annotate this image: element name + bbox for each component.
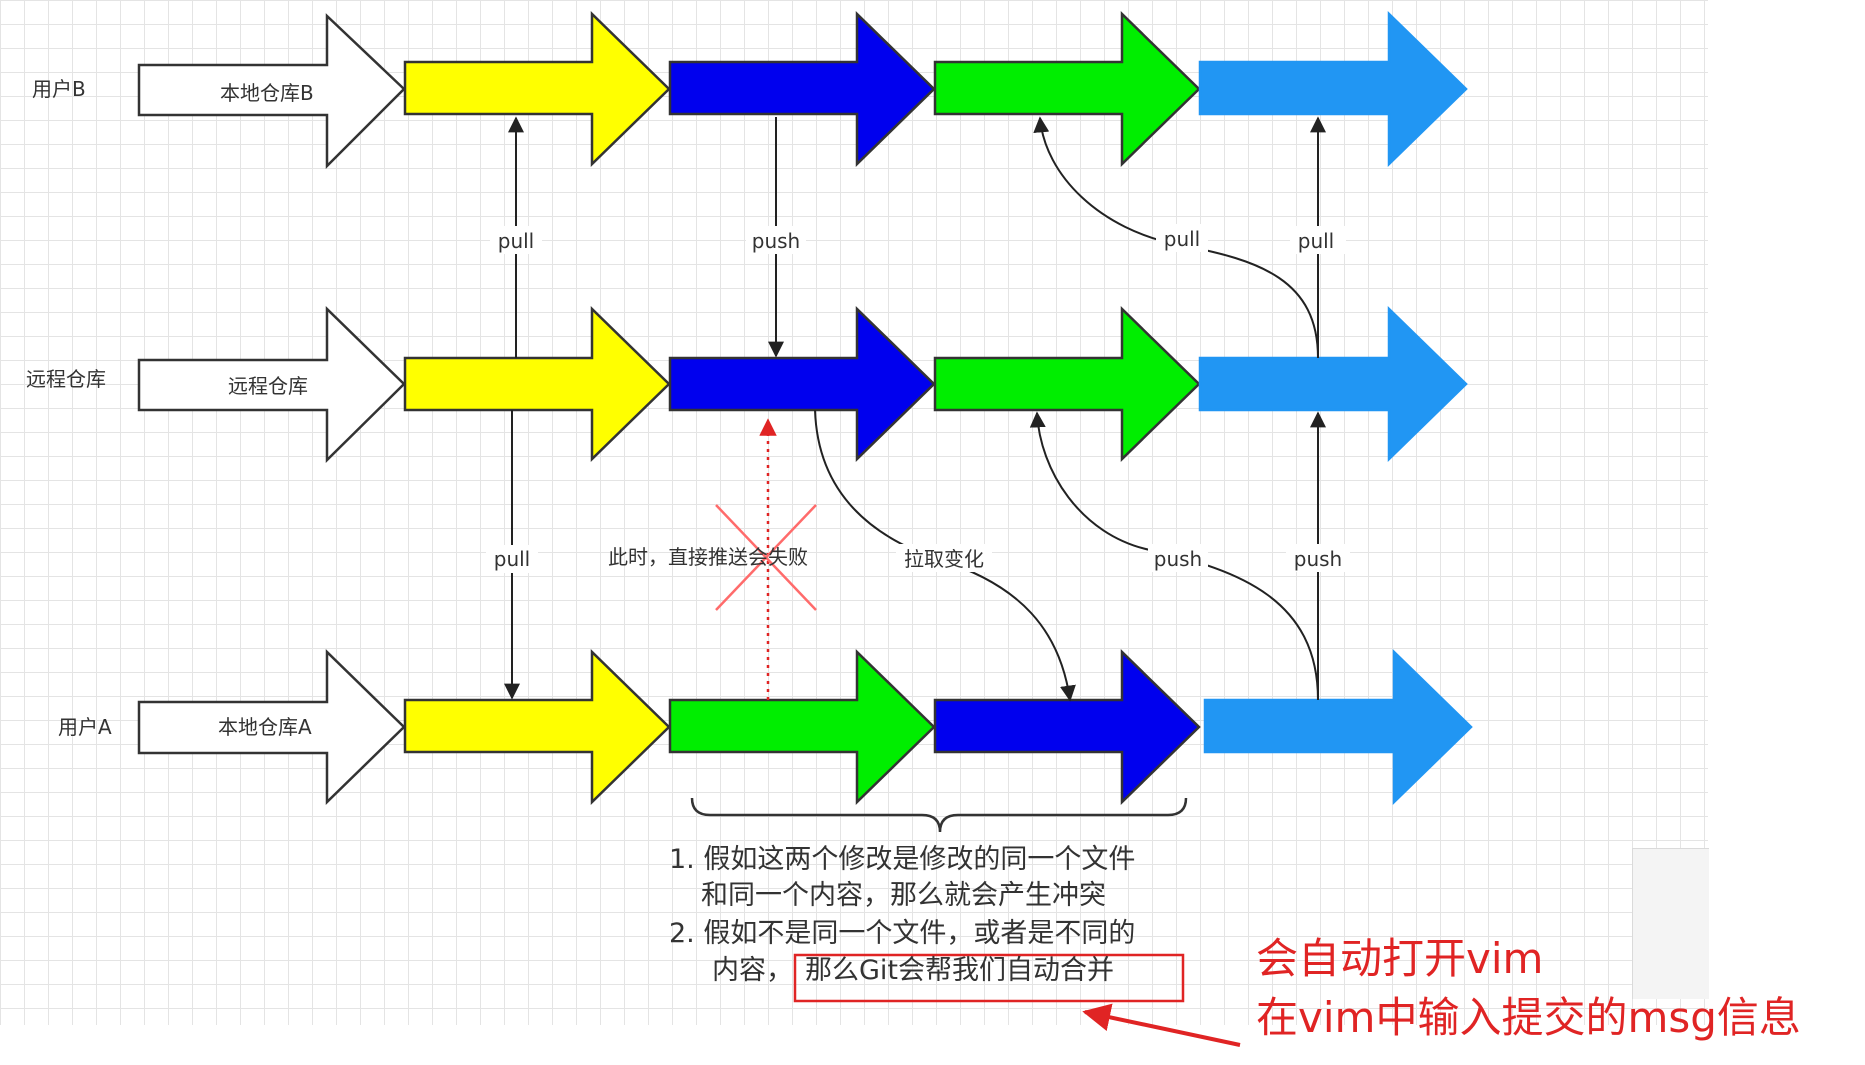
repo-label-b: 本地仓库B [220,81,314,105]
label-pull-b: pull [498,229,534,253]
callout-arrow [1082,1003,1241,1047]
cross-mark-2 [715,504,817,611]
grid-background [0,0,1708,1025]
label-fail-note: 此时，直接推送会失败 [608,545,808,569]
commit-arrow-remote-blue [668,306,936,462]
note-line-2: 和同一个内容，那么就会产生冲突 [701,880,1106,911]
commit-arrow-remote-lightblue [1198,306,1468,462]
commit-arrow-remote-yellow [403,306,671,462]
label-pull-b2: pull [1164,227,1200,251]
commit-arrow-b-yellow [403,11,671,167]
commit-arrow-a-lightblue [1203,649,1473,805]
row-label-remote: 远程仓库 [26,367,106,391]
note-line-4-boxed: 那么Git会帮我们自动合并 [805,955,1114,986]
callout-line-2: 在vim中输入提交的msg信息 [1256,993,1801,1042]
commit-arrow-b-blue [668,11,936,167]
commit-arrow-a-green [668,649,936,805]
label-push-a2: push [1294,547,1342,571]
label-pull-a: pull [494,547,530,571]
commit-arrow-b-green [933,11,1201,167]
repo-arrow-b-white [137,13,406,170]
label-push-a1: push [1154,547,1202,571]
note-line-4-prefix: 内容， [712,955,793,986]
label-fetch-change: 拉取变化 [904,547,984,571]
side-panel [1632,848,1709,999]
repo-label-a: 本地仓库A [218,715,312,739]
callout-line-1: 会自动打开vim [1256,934,1543,983]
commit-arrow-a-blue [933,649,1201,805]
repo-arrow-a-white [137,649,406,805]
commit-arrow-remote-green [933,306,1201,462]
commit-arrow-b-lightblue [1198,11,1468,167]
note-highlight-box [793,953,1185,1003]
repo-label-remote: 远程仓库 [228,374,308,398]
repo-arrow-remote-white [137,306,406,463]
row-label-user-a: 用户A [58,715,112,739]
label-push-b: push [752,229,800,253]
commit-arrow-a-yellow [403,649,671,805]
note-line-3: 2. 假如不是同一个文件，或者是不同的 [669,918,1135,949]
note-line-1: 1. 假如这两个修改是修改的同一个文件 [669,844,1135,875]
label-pull-b3: pull [1298,229,1334,253]
row-label-user-b: 用户B [32,77,86,101]
curly-brace [690,797,1188,833]
